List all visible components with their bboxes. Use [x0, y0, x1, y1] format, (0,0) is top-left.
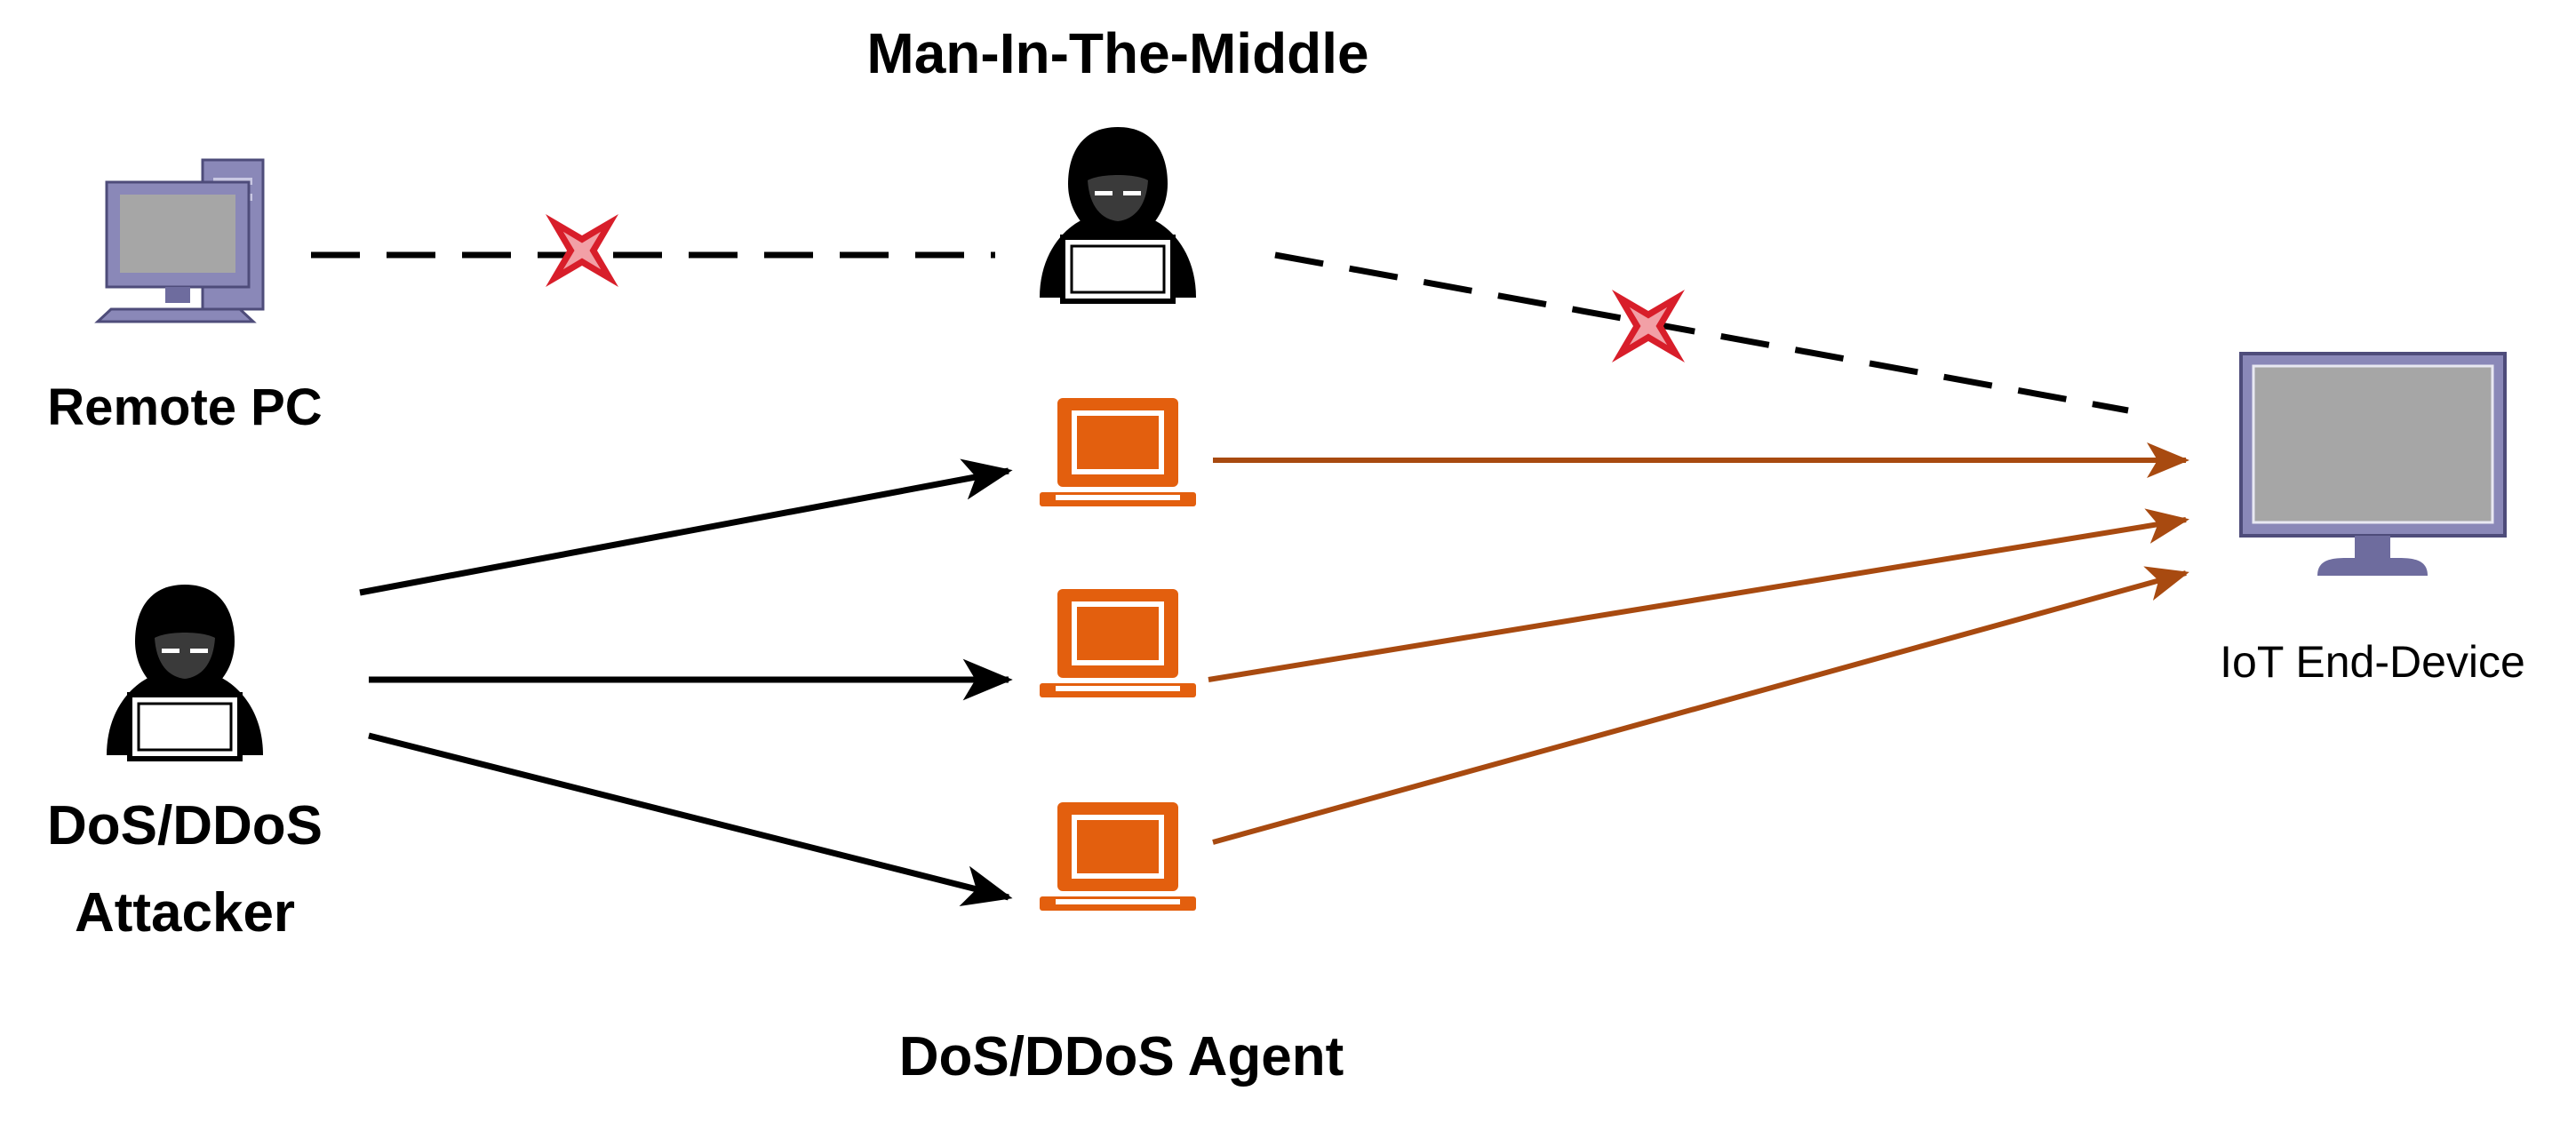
label-attacker-line-1: DoS/DDoS: [47, 795, 323, 856]
iot-monitor-icon: [2239, 352, 2507, 576]
mitm-hacker-icon: [1040, 127, 1196, 304]
command-arrow-to-agent-3: [368, 732, 1013, 907]
attacker-hacker-icon: [107, 585, 263, 761]
label-man-in-the-middle: Man-In-The-Middle: [866, 21, 1368, 85]
intercept-x-icon-left: [545, 213, 619, 288]
agent-laptop-icon-3: [1040, 802, 1196, 911]
label-remote-pc: Remote PC: [47, 378, 322, 436]
label-dos-ddos-agent: DoS/DDoS Agent: [899, 1026, 1344, 1087]
command-arrow-to-agent-1: [359, 458, 1013, 596]
agent-laptop-icon-2: [1040, 589, 1196, 697]
intercept-x-icon-right: [1611, 289, 1686, 363]
label-iot-end-device: IoT End-Device: [2220, 637, 2525, 687]
desktop-computer-icon: [94, 158, 265, 323]
attack-arrow-agent-3: [1212, 566, 2189, 845]
attack-arrow-agent-2: [1208, 508, 2189, 682]
dashed-link-mitm-to-iot: [1274, 251, 2129, 414]
label-attacker-line-2: Attacker: [75, 882, 295, 944]
agent-laptop-icon-1: [1040, 398, 1196, 506]
